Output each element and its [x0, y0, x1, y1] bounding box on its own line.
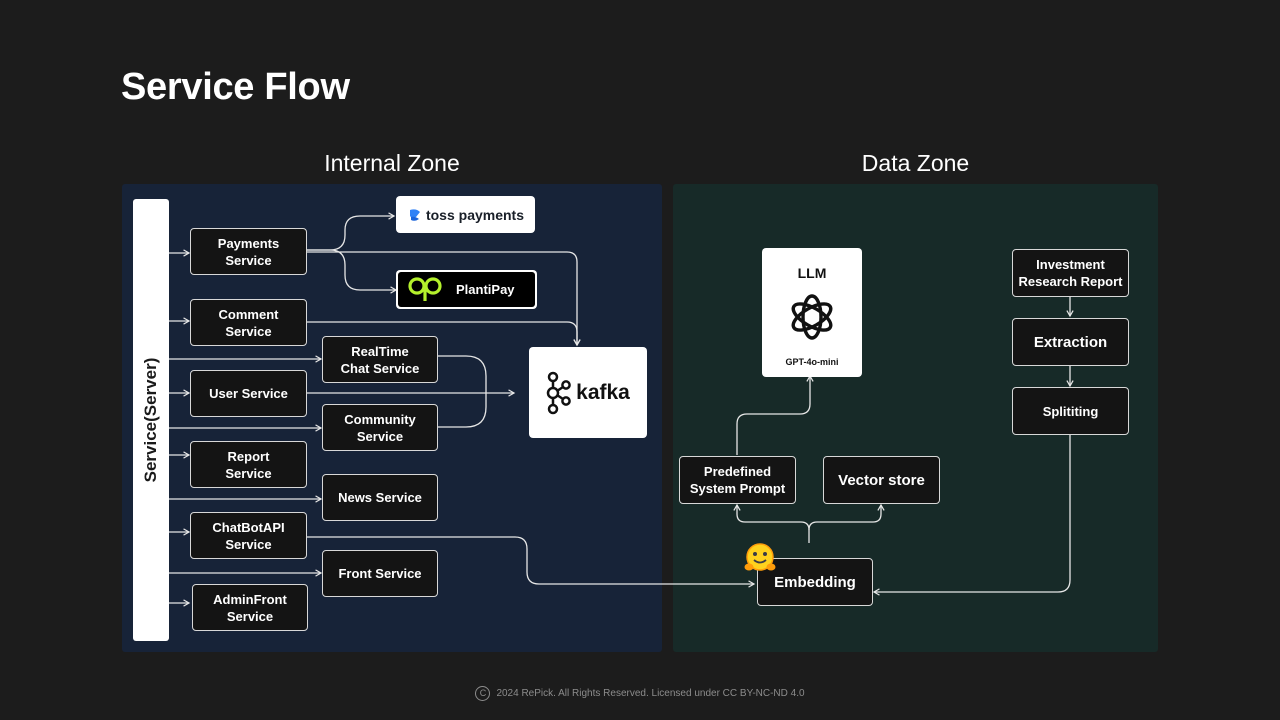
report-service-node[interactable]: Report Service: [190, 441, 307, 488]
comment-service-node[interactable]: Comment Service: [190, 299, 307, 346]
llm-title: LLM: [797, 265, 827, 281]
llm-node[interactable]: LLM GPT-4o-mini: [762, 248, 862, 377]
community-service-node[interactable]: Community Service: [322, 404, 438, 451]
kafka-node[interactable]: kafka: [529, 347, 647, 438]
adminfront-service-node[interactable]: AdminFront Service: [192, 584, 308, 631]
vector-store-node[interactable]: Vector store: [823, 456, 940, 504]
embedding-node[interactable]: Embedding: [757, 558, 873, 606]
investment-report-node[interactable]: Investment Research Report: [1012, 249, 1129, 297]
server-bar: [133, 199, 169, 641]
realtime-chat-service-node[interactable]: RealTime Chat Service: [322, 336, 438, 383]
extraction-node[interactable]: Extraction: [1012, 318, 1129, 366]
splitting-node[interactable]: Splititing: [1012, 387, 1129, 435]
toss-payments-card[interactable]: toss payments: [396, 196, 535, 233]
internal-zone-title: Internal Zone: [324, 150, 460, 176]
chatbotapi-service-node[interactable]: ChatBotAPI Service: [190, 512, 307, 559]
hugging-face-icon: [744, 543, 776, 571]
data-zone-title: Data Zone: [861, 150, 970, 176]
news-service-node[interactable]: News Service: [322, 474, 438, 521]
payments-service-node[interactable]: Payments Service: [190, 228, 307, 275]
kafka-logo-icon: [546, 371, 571, 414]
front-service-node[interactable]: Front Service: [322, 550, 438, 597]
user-service-node[interactable]: User Service: [190, 370, 307, 417]
plantipay-card[interactable]: PlantiPay: [396, 270, 537, 309]
openai-logo-icon: [791, 294, 833, 340]
toss-logo-icon: [409, 208, 420, 221]
predefined-system-prompt-node[interactable]: Predefined System Prompt: [679, 456, 796, 504]
plantipay-label: PlantiPay: [456, 282, 515, 297]
toss-payments-label: toss payments: [425, 206, 525, 223]
copyright-icon: C: [475, 686, 491, 701]
footer-text: 2024 RePick. All Rights Reserved. Licens…: [496, 688, 805, 700]
page-title: Service Flow: [121, 66, 350, 108]
llm-model-label: GPT-4o-mini: [785, 357, 839, 367]
footer: C 2024 RePick. All Rights Reserved. Licen…: [0, 686, 1280, 701]
kafka-label: kafka: [576, 380, 630, 404]
server-label: Service(Server): [141, 357, 160, 483]
plantipay-logo-icon: [408, 276, 442, 301]
